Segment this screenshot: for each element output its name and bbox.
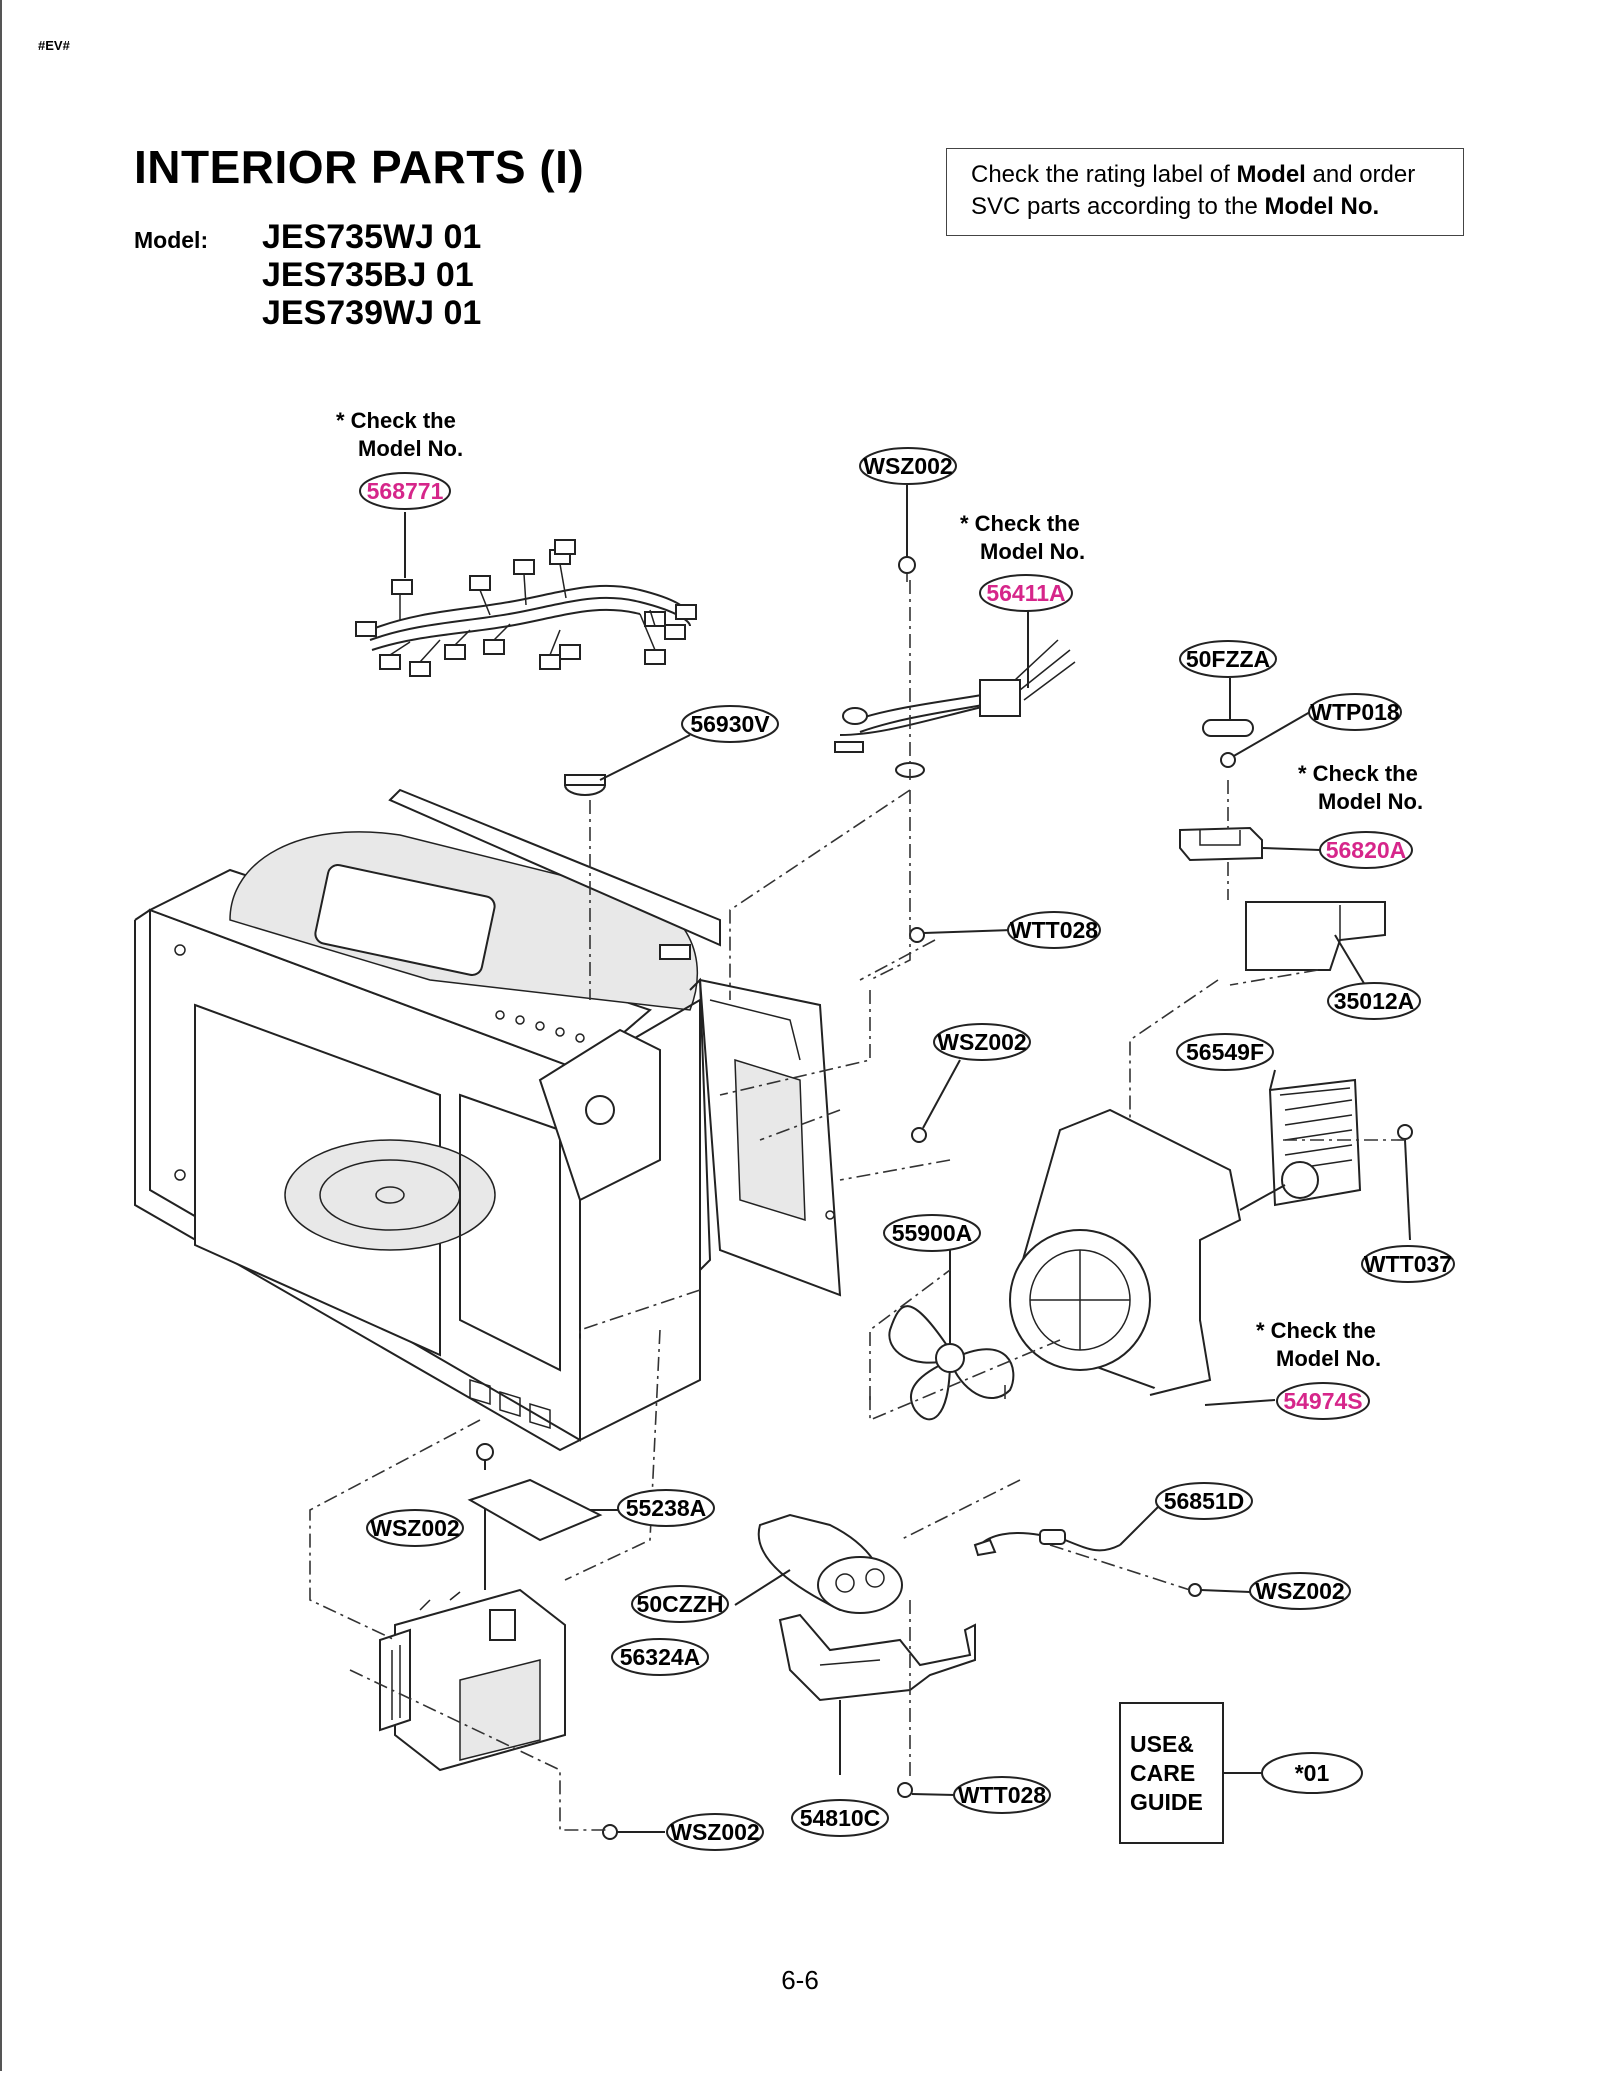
oven-cavity — [134, 788, 721, 1452]
thermostat — [564, 734, 691, 796]
part-label-55238A: 55238A — [626, 1495, 707, 1521]
fan-blade — [888, 1250, 1015, 1421]
check-note-line2: Model No. — [980, 539, 1085, 564]
part-label-55900A: 55900A — [892, 1220, 973, 1246]
fuse — [1202, 678, 1311, 768]
part-label-56411A: 56411A — [986, 580, 1065, 606]
page-title: INTERIOR PARTS (I) — [134, 141, 585, 193]
check-note-line1: * Check the — [336, 408, 456, 433]
guide-line-2: CARE — [1130, 1760, 1195, 1786]
part-label-54810C: 54810C — [800, 1805, 881, 1831]
part-label-56851D: 56851D — [1164, 1488, 1245, 1514]
part-label-35012A: 35012A — [1334, 988, 1415, 1014]
page-number: 6-6 — [781, 1965, 819, 1995]
rating-label-notice: Check the rating label of Model and orde… — [946, 148, 1464, 236]
assembly-lines — [309, 580, 1405, 1831]
check-note-line2: Model No. — [1276, 1346, 1381, 1371]
fuse-holder — [1179, 826, 1321, 862]
part-label-56820A: 56820A — [1326, 837, 1407, 863]
part-label-50FZZA: 50FZZA — [1186, 646, 1270, 672]
fuse-cover — [1245, 901, 1386, 986]
screw-wsz002-bottom — [602, 1824, 665, 1840]
corner-tag: #EV# — [38, 38, 70, 53]
part-label-568771: 568771 — [367, 478, 444, 504]
wire-harness — [355, 512, 697, 677]
part-label-wsz002: WSZ002 — [670, 1819, 759, 1845]
notice-text: and order — [1305, 161, 1416, 188]
side-panel — [689, 977, 842, 1297]
part-label-56549F: 56549F — [1186, 1039, 1264, 1065]
part-label-wsz002: WSZ002 — [1255, 1578, 1344, 1604]
part-label-01: *01 — [1295, 1760, 1330, 1786]
part-label-wsz002: WSZ002 — [863, 453, 952, 479]
capacitor — [734, 1513, 903, 1614]
sensor-wire — [834, 585, 1076, 778]
use-care-guide-book: USE& CARE GUIDE — [1119, 1702, 1262, 1844]
fan-motor — [1239, 1069, 1413, 1241]
sensor-56851D — [973, 1504, 1251, 1597]
model-item: JES735WJ 01 — [262, 218, 482, 256]
filter-board — [467, 1443, 618, 1542]
screw-wtt028-bottom — [897, 1782, 956, 1798]
magnetron — [379, 1500, 566, 1772]
screw-wsz002-top — [898, 485, 916, 582]
capacitor-bracket — [778, 1613, 976, 1775]
check-note-line2: Model No. — [358, 436, 463, 461]
part-label-50CZZH: 50CZZH — [637, 1591, 724, 1617]
part-label-56324A: 56324A — [620, 1644, 701, 1670]
notice-bold: Model No. — [1264, 193, 1380, 220]
part-label-wsz002: WSZ002 — [937, 1029, 1026, 1055]
part-label-wtt028: WTT028 — [1010, 917, 1098, 943]
check-note-line2: Model No. — [1318, 789, 1423, 814]
part-label-56930V: 56930V — [690, 711, 770, 737]
part-label-54974S: 54974S — [1283, 1388, 1362, 1414]
guide-line-1: USE& — [1130, 1731, 1194, 1757]
model-label: Model: — [134, 227, 209, 253]
label-bubble — [359, 472, 451, 510]
check-note-line1: * Check the — [1298, 761, 1418, 786]
part-label-wsz002: WSZ002 — [370, 1515, 459, 1541]
screw-wtt028 — [909, 927, 1013, 943]
notice-bold: Model — [1236, 161, 1306, 188]
model-item: JES739WJ 01 — [262, 294, 482, 332]
notice-text: Check the rating label of — [971, 161, 1237, 188]
screw-wsz002-mid — [911, 1059, 961, 1143]
check-note-line1: * Check the — [1256, 1318, 1376, 1343]
part-label-wtt028: WTT028 — [958, 1782, 1046, 1808]
part-labels: 568771 WSZ002 56411A 50FZZA WTP018 56930… — [359, 447, 1455, 1851]
model-list: Model: JES735WJ 01 JES735BJ 01 JES739WJ 0… — [134, 218, 481, 332]
notice-text: SVC parts according to the — [971, 193, 1265, 220]
guide-line-3: GUIDE — [1130, 1789, 1203, 1815]
check-model-notes: * Check the Model No. * Check the Model … — [336, 408, 1423, 1371]
part-label-wtp018: WTP018 — [1310, 699, 1400, 725]
check-note-line1: * Check the — [960, 511, 1080, 536]
part-label-wtt037: WTT037 — [1364, 1251, 1452, 1277]
model-item: JES735BJ 01 — [262, 256, 474, 294]
fan-duct — [1009, 1108, 1276, 1406]
